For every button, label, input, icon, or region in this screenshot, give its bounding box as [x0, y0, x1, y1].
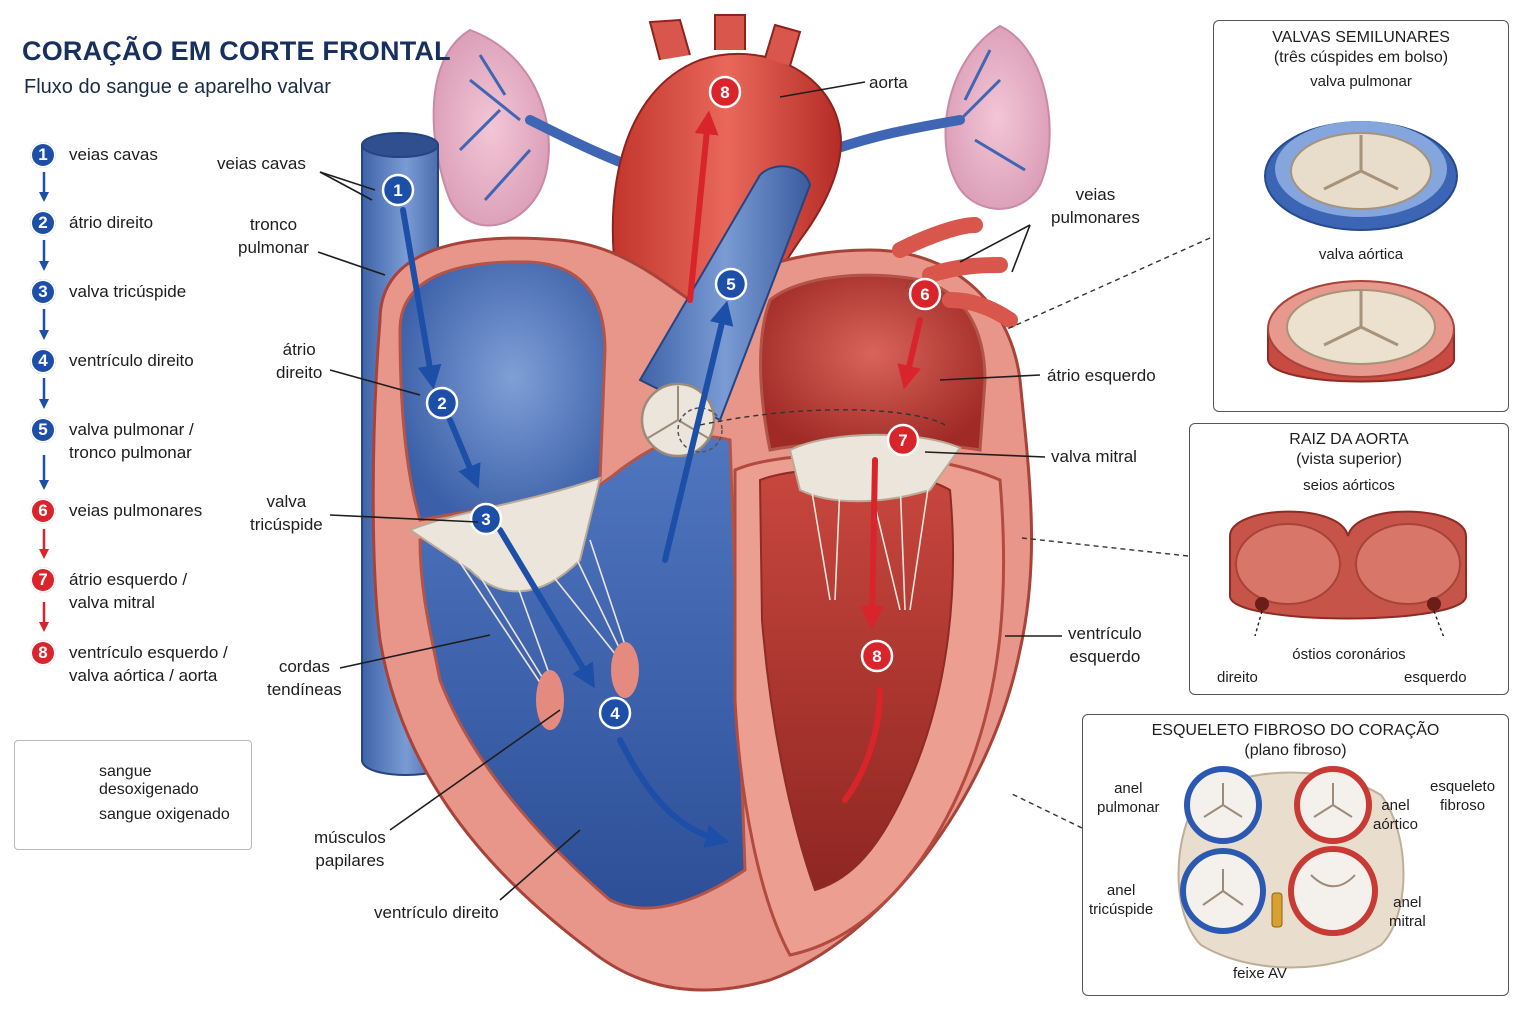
papillary-muscle-right-b — [611, 642, 639, 698]
legend-label: sangue desoxigenado — [99, 763, 199, 798]
legend-label: sangue oxigenado — [99, 806, 230, 823]
pulmonary-veins-vessels — [892, 217, 1018, 328]
marker-8b: 8 — [860, 639, 894, 673]
flow-step-7: 7 átrio esquerdo / valva mitral — [30, 567, 187, 614]
label-valva-tricuspide: valva tricúspide — [250, 492, 323, 534]
svg-text:5: 5 — [726, 275, 735, 294]
flow-step-2: 2 átrio direito — [30, 210, 153, 236]
label-esqueleto-fibroso: esqueleto fibroso — [1430, 778, 1496, 814]
label-valva-pulmonar: valva pulmonar — [1310, 73, 1412, 90]
svg-text:1: 1 — [393, 181, 402, 200]
step-badge: 7 — [30, 567, 56, 593]
label-anel-pulmonar: anel pulmonar — [1097, 780, 1160, 816]
label-anel-mitral: anel mitral — [1389, 894, 1426, 930]
flow-step-8: 8 ventrículo esquerdo / valva aórtica / … — [30, 640, 228, 687]
svg-text:7: 7 — [898, 431, 907, 450]
step-badge: 3 — [30, 279, 56, 305]
label-ventriculo-esquerdo: ventrículo esquerdo — [1068, 624, 1142, 666]
page-title: CORAÇÃO EM CORTE FRONTAL — [22, 36, 451, 66]
step-badge: 8 — [30, 640, 56, 666]
inset-title: RAIZ DA AORTA (vista superior) — [1289, 431, 1409, 468]
label-cordas-tendineas: cordas tendíneas — [267, 657, 342, 699]
label-ventriculo-direito: ventrículo direito — [374, 903, 499, 922]
label-veias-cavas: veias cavas — [217, 154, 306, 173]
step-badge: 2 — [30, 210, 56, 236]
step-badge: 1 — [30, 142, 56, 168]
marker-4: 4 — [598, 696, 632, 730]
legend-box: sangue desoxigenado sangue oxigenado — [14, 740, 252, 850]
label-aorta: aorta — [869, 73, 908, 92]
step-label: átrio esquerdo / valva mitral — [69, 570, 188, 612]
svg-text:6: 6 — [920, 285, 929, 304]
svg-text:8: 8 — [872, 647, 881, 666]
label-seios-aorticos: seios aórticos — [1303, 477, 1395, 494]
inset-connectors — [699, 237, 1211, 829]
papillary-muscle-right-a — [536, 670, 564, 730]
step-badge: 6 — [30, 498, 56, 524]
right-lung — [432, 28, 550, 227]
label-anel-tricuspide: anel tricúspide — [1089, 882, 1154, 918]
marker-1: 1 — [381, 173, 415, 207]
marker-5: 5 — [714, 267, 748, 301]
step-badge: 5 — [30, 417, 56, 443]
inset-title: VALVAS SEMILUNARES (três cúspides em bol… — [1272, 29, 1450, 66]
label-atrio-esquerdo: átrio esquerdo — [1047, 366, 1156, 385]
step-label: ventrículo esquerdo / valva aórtica / ao… — [69, 643, 228, 685]
inset-title: ESQUELETO FIBROSO DO CORAÇÃO (plano fibr… — [1151, 722, 1440, 759]
step-label: ventrículo direito — [69, 351, 194, 370]
step-label: veias pulmonares — [69, 501, 203, 520]
label-feixe-av: feixe AV — [1233, 965, 1287, 982]
aortic-branches — [648, 14, 802, 67]
svg-text:8: 8 — [720, 83, 729, 102]
svg-text:4: 4 — [610, 704, 620, 723]
flow-arrows — [400, 110, 923, 849]
label-musculos-papilares: músculos papilares — [314, 828, 386, 870]
flow-step-6: 6 veias pulmonares — [30, 498, 202, 524]
label-valva-aortica: valva aórtica — [1318, 246, 1404, 263]
aortic-valve-drawing — [1267, 280, 1455, 383]
marker-8a: 8 — [708, 75, 742, 109]
inset-fibrous-skeleton: ESQUELETO FIBROSO DO CORAÇÃO (plano fibr… — [1082, 714, 1509, 996]
label-veias-pulmonares: veias pulmonares — [1051, 185, 1140, 227]
leader-lines — [317, 81, 1062, 901]
label-valva-mitral: valva mitral — [1051, 447, 1137, 466]
aortic-root-drawing — [1229, 510, 1467, 636]
pulmonary-valve-drawing — [1264, 121, 1458, 231]
label-ostios-coronarios: óstios coronários — [1292, 646, 1406, 663]
marker-7: 7 — [886, 423, 920, 457]
marker-2: 2 — [425, 386, 459, 420]
left-lung — [944, 24, 1051, 210]
flow-step-3: 3 valva tricúspide — [30, 279, 186, 305]
inset-aortic-root: RAIZ DA AORTA (vista superior) seios aór… — [1189, 423, 1509, 695]
fibrous-skeleton-drawing — [1177, 766, 1405, 969]
inset-semilunar-valves: VALVAS SEMILUNARES (três cúspides em bol… — [1213, 20, 1509, 412]
right-atrium-chamber — [398, 260, 607, 522]
page-subtitle: Fluxo do sangue e aparelho valvar — [24, 76, 331, 98]
step-label: valva tricúspide — [69, 282, 187, 301]
legend-item-deoxygenated: sangue desoxigenado — [89, 763, 251, 799]
chordae-tendineae-right — [454, 539, 631, 691]
flow-step-5: 5 valva pulmonar / tronco pulmonar — [30, 417, 194, 464]
svg-text:2: 2 — [437, 394, 446, 413]
label-anel-aortico: anel aórtico — [1373, 797, 1419, 833]
step-badge: 4 — [30, 348, 56, 374]
label-atrio-direito: átrio direito — [276, 340, 323, 382]
flow-step-4: 4 ventrículo direito — [30, 348, 194, 374]
step-label: valva pulmonar / tronco pulmonar — [69, 420, 194, 462]
svg-text:3: 3 — [481, 510, 490, 529]
label-direito: direito — [1217, 669, 1258, 686]
left-atrium-chamber — [759, 273, 987, 452]
marker-3: 3 — [469, 502, 503, 536]
label-tronco-pulmonar: tronco pulmonar — [238, 215, 309, 257]
step-label: veias cavas — [69, 145, 158, 164]
label-esquerdo: esquerdo — [1404, 669, 1467, 686]
diagram-markers: 1 2 3 4 5 6 7 8 8 — [381, 75, 942, 730]
step-label: átrio direito — [69, 213, 154, 232]
legend-item-oxygenated: sangue oxigenado — [89, 806, 230, 824]
flow-step-1: 1 veias cavas — [30, 142, 158, 168]
marker-6: 6 — [908, 277, 942, 311]
